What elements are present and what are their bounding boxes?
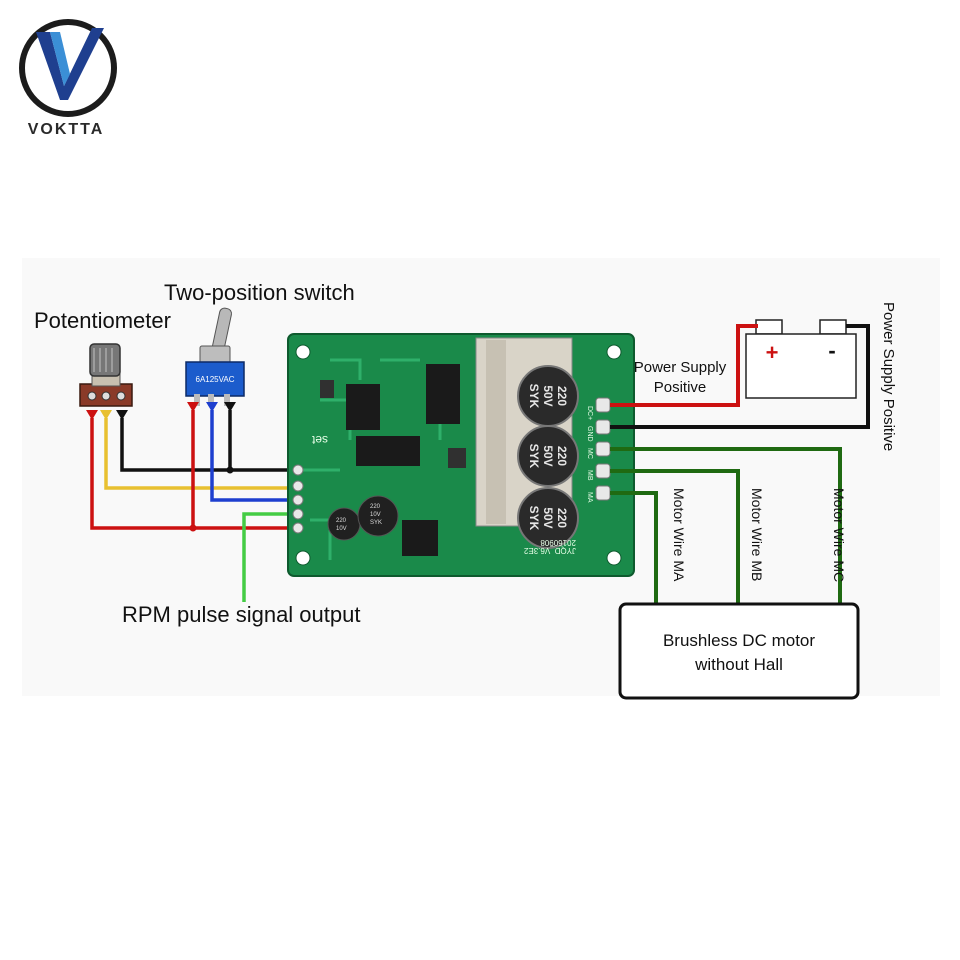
- wire-pot-yellow: [104, 418, 294, 490]
- cap3-voltage: 50V: [541, 507, 555, 528]
- small-cap1-voltage: 10V: [336, 526, 347, 532]
- terminal-label-ma: MA: [586, 492, 593, 503]
- motor-box-line2: without Hall: [694, 655, 783, 674]
- pcb-code-text: JYQD_V6.3E2: [523, 546, 576, 555]
- controller-board: set JYQD_V6.3E2 20160908 220 50V SYK 220…: [287, 333, 635, 577]
- power-label-line2: Positive: [654, 379, 707, 396]
- right-wiring: [610, 324, 870, 604]
- cap2-voltage: 50V: [541, 445, 555, 466]
- wire-power-ground: [610, 324, 870, 429]
- motor-box-line1: Brushless DC motor: [663, 631, 815, 650]
- small-cap2-voltage: 10V: [370, 512, 381, 518]
- logo-v-mark: [36, 28, 104, 100]
- wire-switch-blue: [210, 410, 294, 502]
- terminal-label-gnd: GND: [586, 426, 593, 442]
- cap1-value: 220: [555, 386, 569, 406]
- logo-v-highlight: [50, 32, 70, 86]
- wire-rpm-green: [242, 512, 294, 602]
- power-label-vertical: Power Supply Positive: [880, 302, 897, 451]
- wire-motor-mb: [610, 469, 740, 604]
- battery-minus: -: [828, 338, 835, 363]
- cap2-value: 220: [555, 446, 569, 466]
- switch-rating-text: 6A125VAC: [196, 375, 235, 384]
- terminal-label-mb: MB: [586, 470, 593, 481]
- battery-plus: +: [766, 340, 779, 365]
- small-cap2-value: 220: [370, 504, 381, 510]
- battery-icon: + -: [745, 319, 857, 399]
- right-terminal-pads: [595, 397, 611, 501]
- cap1-voltage: 50V: [541, 385, 555, 406]
- toggle-switch-icon: 6A125VAC: [185, 307, 245, 406]
- motor-wire-mb-label: Motor Wire MB: [749, 488, 765, 581]
- wire-motor-mc: [610, 447, 842, 604]
- motor-box: Brushless DC motor without Hall: [618, 602, 860, 700]
- terminal-label-dcplus: DC+: [586, 406, 593, 420]
- motor-wire-ma-label: Motor Wire MA: [671, 488, 687, 582]
- cap3-value: 220: [555, 508, 569, 528]
- brand-name: VOKTTA: [28, 121, 105, 138]
- wire-pot-black: [120, 418, 294, 472]
- cap2-brand: SYK: [527, 444, 541, 469]
- wire-motor-ma: [610, 491, 658, 604]
- potentiometer-icon: [79, 343, 133, 407]
- terminal-label-mc: MC: [586, 448, 593, 459]
- power-label-line1: Power Supply: [634, 359, 727, 376]
- small-cap2-brand: SYK: [370, 520, 382, 526]
- wire-arrowheads: [86, 402, 236, 532]
- potentiometer-label: Potentiometer: [34, 308, 171, 333]
- brand-logo: VOKTTA: [19, 19, 117, 138]
- logo-ring: [19, 19, 117, 117]
- motor-wire-mc-label: Motor Wire MC: [831, 488, 847, 582]
- wire-pot-red: [90, 418, 294, 530]
- left-wiring: [90, 410, 294, 602]
- left-header-pads: [292, 464, 304, 534]
- pcb-date-text: 20160908: [540, 538, 576, 547]
- small-cap1-value: 220: [336, 518, 347, 524]
- cap1-brand: SYK: [527, 384, 541, 409]
- rpm-pulse-label: RPM pulse signal output: [122, 602, 360, 627]
- wire-power-positive: [610, 324, 758, 407]
- two-position-switch-label: Two-position switch: [164, 280, 355, 305]
- cap3-brand: SYK: [527, 506, 541, 531]
- silk-set-label: set: [311, 433, 328, 447]
